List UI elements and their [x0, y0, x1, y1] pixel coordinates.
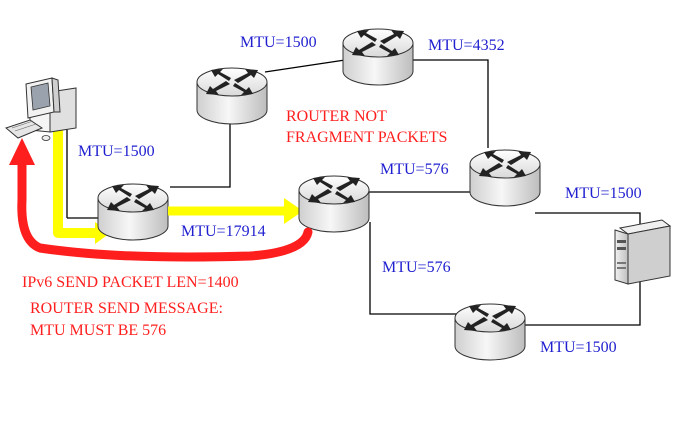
router-icon — [298, 175, 370, 233]
ipv6-send-note: IPv6 SEND PACKET LEN=1400 — [22, 274, 239, 291]
router-note: ROUTER NOT — [286, 108, 387, 125]
server-tower-icon — [614, 219, 672, 285]
router-icon — [97, 183, 169, 241]
link-router1-router2 — [170, 112, 231, 188]
link-router5-router6 — [369, 222, 460, 315]
router-icon — [469, 149, 541, 207]
link-router6-server — [520, 282, 641, 326]
mtu-label: MTU=1500 — [565, 185, 642, 202]
router-icon — [196, 67, 268, 125]
mtu-label: MTU=4352 — [428, 37, 505, 54]
mtu-label: MTU=1500 — [78, 143, 155, 160]
mtu-label: MTU=1500 — [540, 339, 617, 356]
router-icon — [454, 303, 526, 361]
return-path-arrow — [9, 138, 313, 262]
router-note: FRAGMENT PACKETS — [286, 129, 447, 146]
router-icon — [342, 28, 414, 86]
desktop-computer-icon — [4, 77, 77, 141]
link-router2-router3 — [264, 59, 346, 73]
mtu-label: MTU=576 — [382, 259, 451, 276]
link-lines — [66, 59, 641, 326]
mtu-label: MTU=17914 — [181, 223, 266, 240]
router-message-note: MTU MUST BE 576 — [30, 322, 166, 339]
link-router3-router4 — [410, 59, 489, 148]
forward-path-arrow — [168, 198, 303, 224]
mtu-label: MTU=576 — [380, 161, 449, 178]
router-message-note: ROUTER SEND MESSAGE: — [30, 300, 223, 317]
mtu-label: MTU=1500 — [240, 34, 317, 51]
link-router4-server — [535, 212, 641, 228]
